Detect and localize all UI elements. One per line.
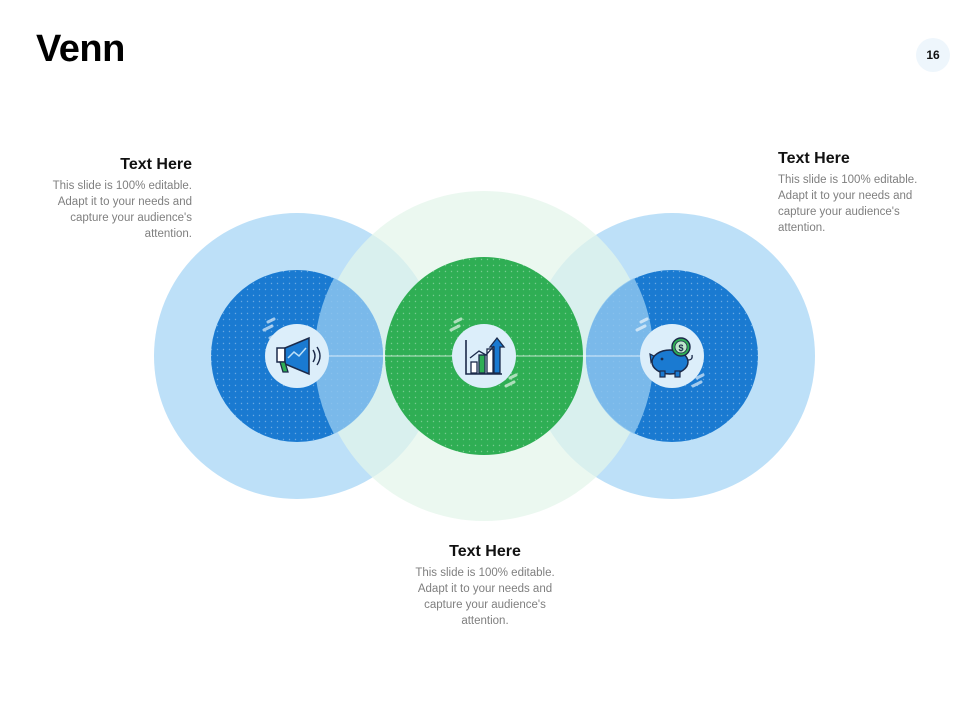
text-block-bottom-body: This slide is 100% editable. Adapt it to…: [415, 567, 555, 627]
page-number-badge: 16: [916, 38, 950, 72]
slide-title: Venn: [36, 28, 125, 70]
text-block-left-title: Text Here: [120, 156, 192, 173]
text-block-right-body: This slide is 100% editable. Adapt it to…: [778, 174, 918, 234]
piggy-bank-icon: $: [635, 317, 705, 388]
growth-chart-icon: [449, 317, 518, 388]
text-block-bottom-title: Text Here: [449, 543, 521, 560]
text-block-right: Text Here This slide is 100% editable. A…: [778, 150, 928, 236]
svg-text:$: $: [678, 343, 683, 353]
text-block-left-body: This slide is 100% editable. Adapt it to…: [52, 180, 192, 240]
text-block-left: Text Here This slide is 100% editable. A…: [42, 156, 192, 242]
text-block-right-title: Text Here: [778, 150, 850, 167]
text-block-bottom: Text Here This slide is 100% editable. A…: [405, 543, 565, 629]
megaphone-icon: [262, 317, 329, 388]
